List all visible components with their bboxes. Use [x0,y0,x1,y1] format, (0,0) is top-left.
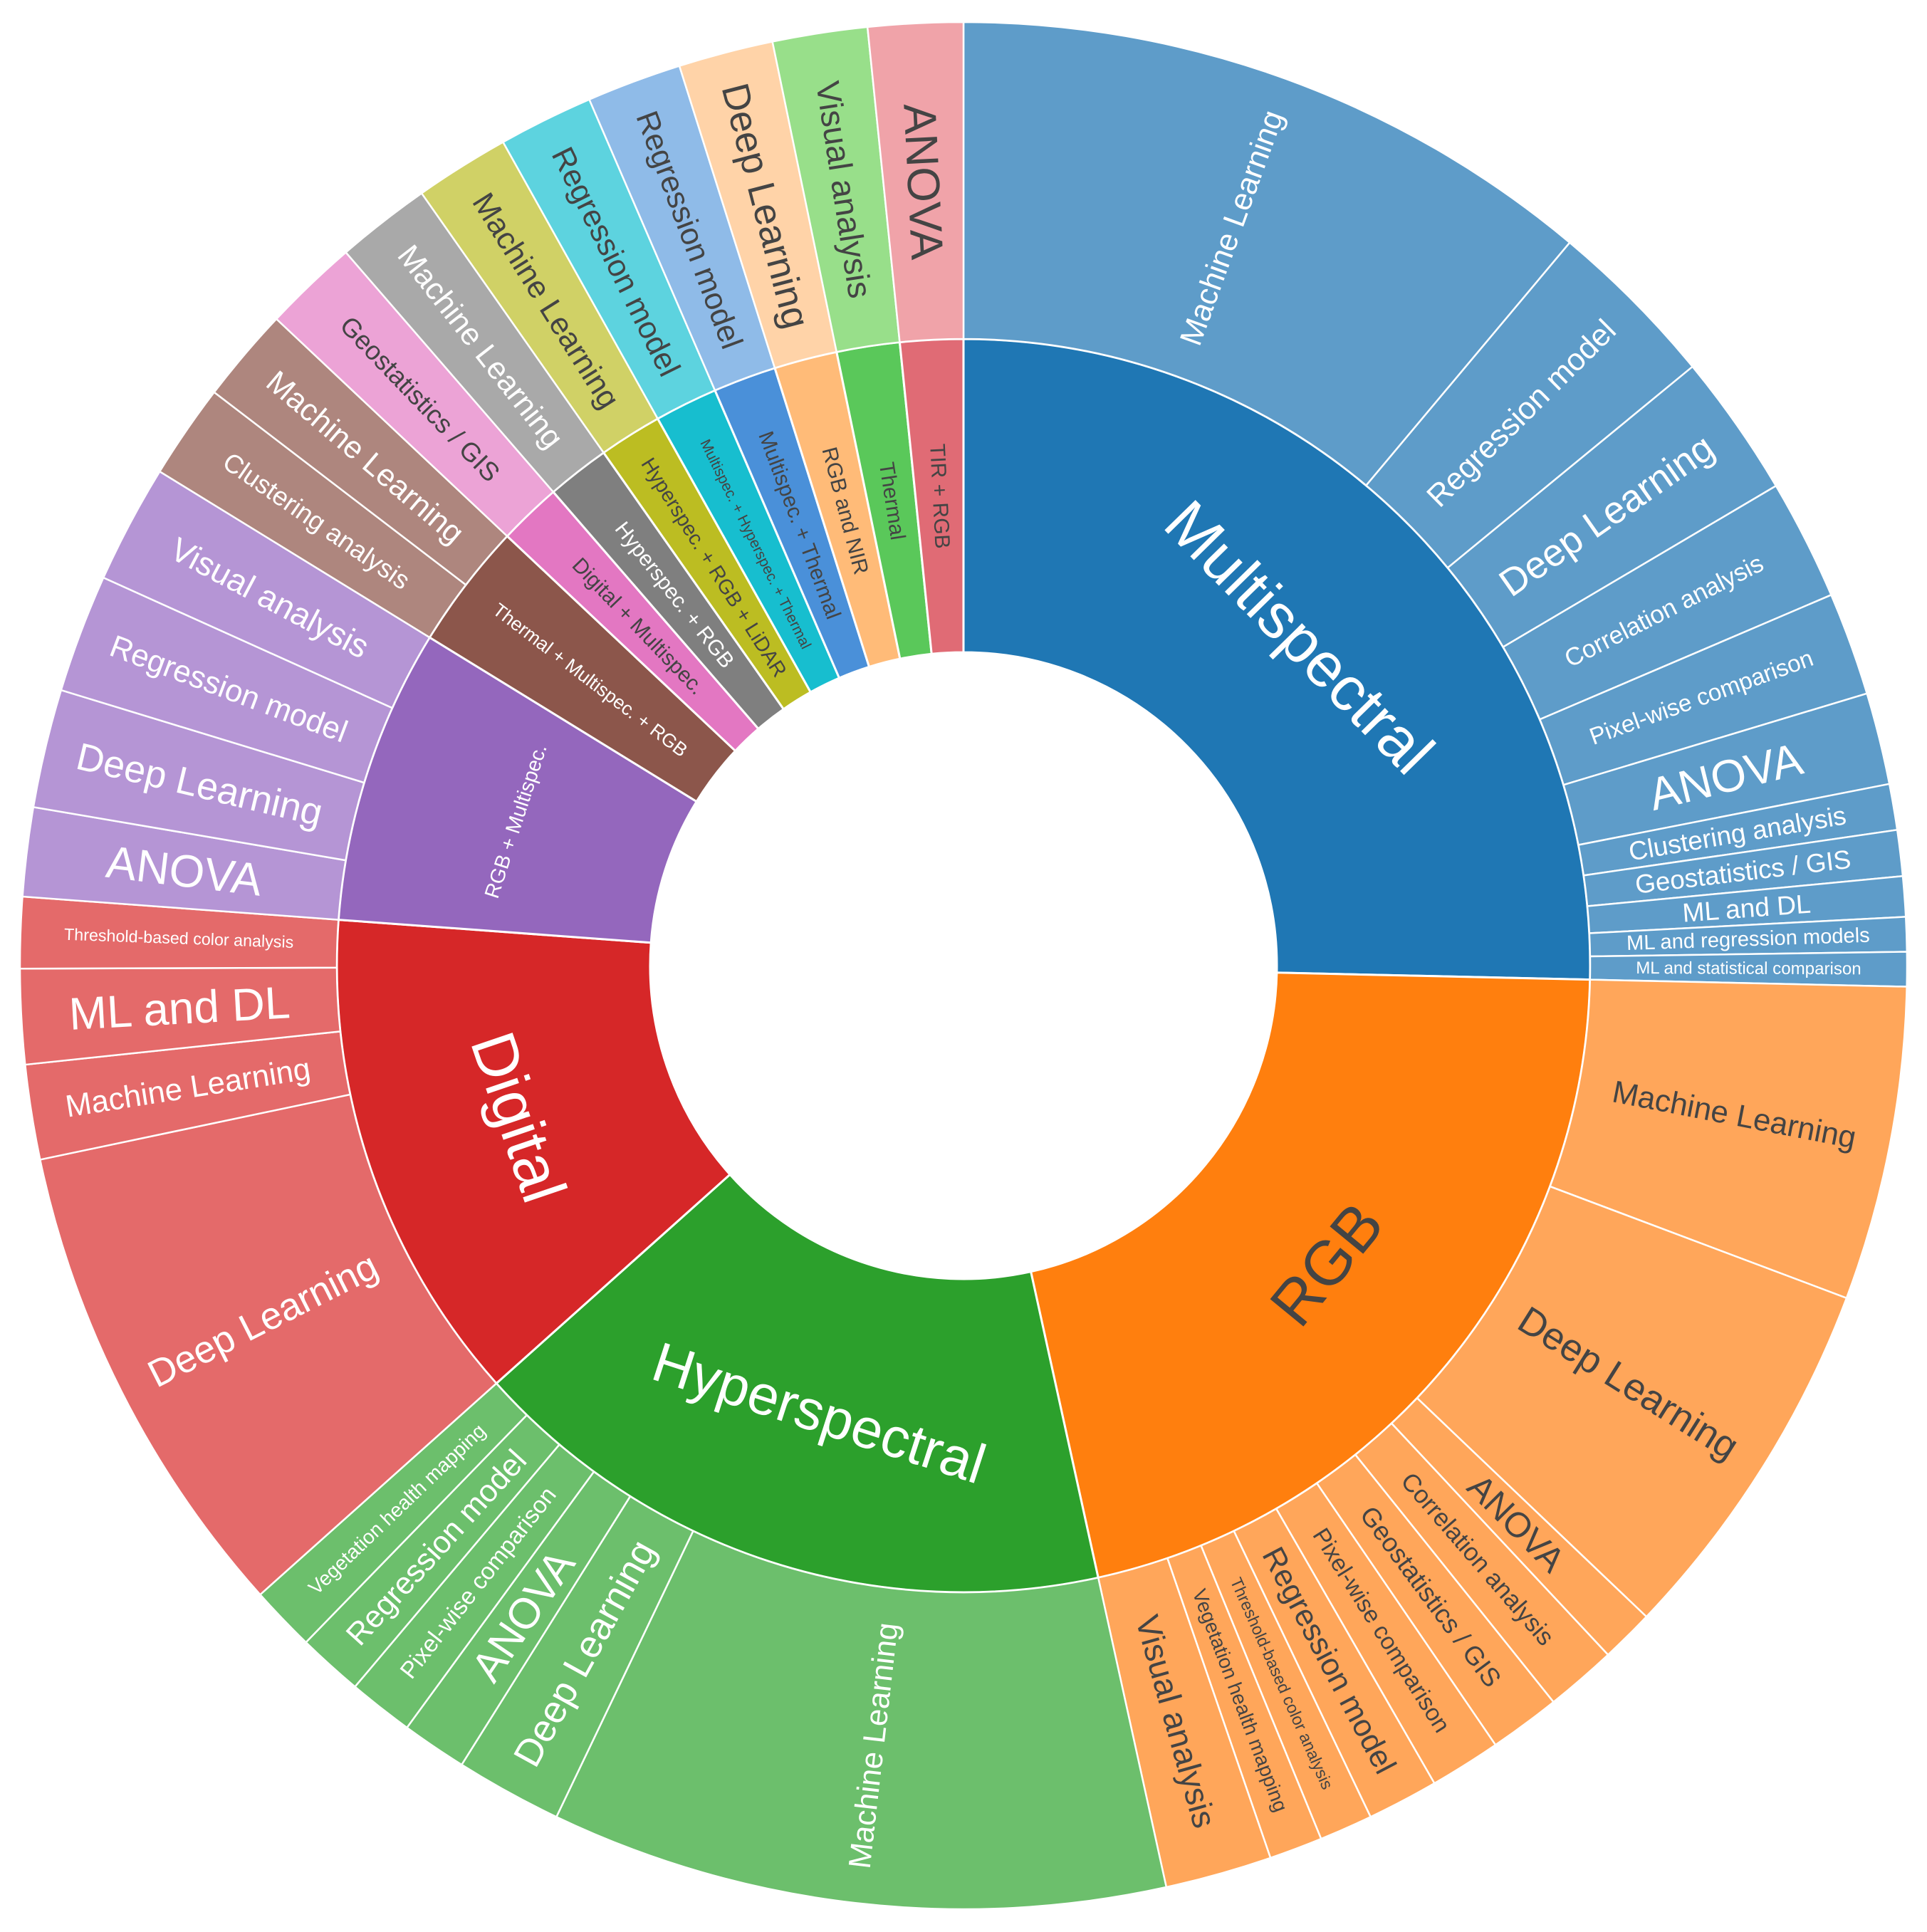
outer-ring [19,21,1908,1911]
method-label-digital-ml-and-dl: ML and DL [68,976,291,1040]
inner-ring [335,338,1592,1594]
method-segment-multispectral-machine-learning[interactable] [962,21,1572,487]
method-segment-hyperspectral-machine-learning[interactable] [555,1530,1168,1911]
method-segment-tir-rgb-anova[interactable] [866,21,965,343]
method-label-multispectral-ml-and-statistical-comparison: ML and statistical comparison [1636,959,1861,978]
method-label-tir-rgb-anova: ANOVA [894,103,953,261]
sensor-label-tir-rgb: TIR + RGB [925,443,954,549]
